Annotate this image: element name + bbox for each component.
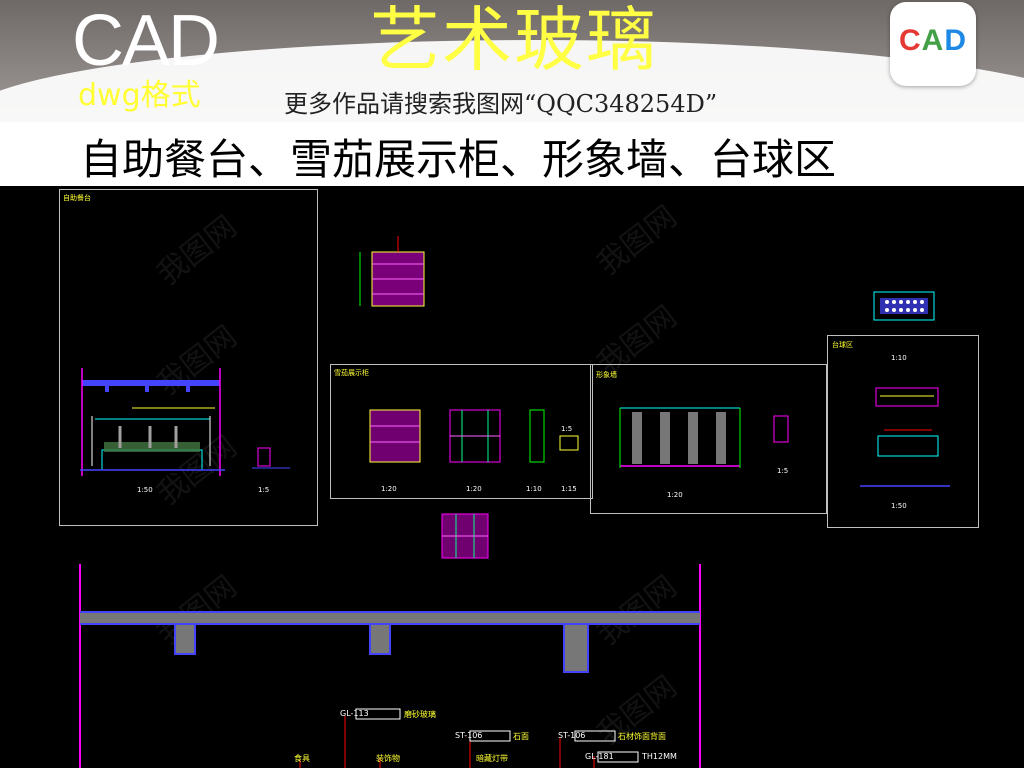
material-tag-code: GL-113 [340, 709, 369, 718]
header-banner: CAD dwg格式 艺术玻璃 更多作品请搜索我图网“QQC348254D” CA… [0, 0, 1024, 122]
material-tag-code: GL-181 [585, 752, 614, 761]
search-hint: 更多作品请搜索我图网“QQC348254D” [284, 90, 718, 118]
buffet-elevation [80, 368, 290, 476]
cad-lines [79, 236, 950, 768]
panel-buffet-scale: 1:50 [137, 486, 153, 494]
material-tag-text: 磨砂玻璃 [404, 710, 436, 719]
cad-app-icon-text: CAD [898, 24, 967, 57]
large-elevation [79, 564, 701, 768]
panel-buffet: 自助餐台 1:50 1:5 [59, 189, 318, 526]
annotation-text: 装饰物 [376, 754, 400, 763]
cad-app-icon: CAD [890, 2, 976, 86]
glass-panel-detail [441, 513, 489, 559]
panel-cigar-scale-4: 1:15 [561, 485, 577, 493]
panel-cigar-small-scale: 1:5 [561, 425, 573, 433]
panel-billiards-scale-top: 1:10 [891, 354, 907, 362]
material-tag-text: 石面 [513, 732, 529, 741]
cad-logo-text: CAD [72, 1, 220, 81]
panel-cigar-scale-2: 1:20 [466, 485, 482, 493]
annotation-text: 食具 [294, 754, 310, 763]
subtitle-band [0, 122, 1024, 186]
billiards-table-top [873, 291, 935, 321]
feature-wall-elevation [619, 407, 789, 468]
format-label: dwg格式 [78, 78, 201, 113]
panel-billiards-title: 台球区 [832, 341, 853, 349]
panel-cigar-scale-3: 1:10 [526, 485, 542, 493]
panel-cigar-scale-1: 1:20 [381, 485, 397, 493]
panel-feature-wall: 形象墙 1:20 1:5 [590, 364, 827, 514]
material-tag-code: ST-106 [558, 731, 586, 740]
page-title: 艺术玻璃 [370, 0, 658, 81]
cigar-top-detail [359, 236, 425, 307]
material-tag-text: 石材饰面背面 [618, 732, 666, 741]
panel-billiards: 台球区 1:10 1:50 [827, 335, 979, 528]
panel-billiards-scale-bottom: 1:50 [891, 502, 907, 510]
panel-cigar-cabinet: 雪茄展示柜 1:20 1:20 1:10 1:15 1:5 [330, 364, 593, 499]
panel-cigar-title: 雪茄展示柜 [334, 369, 369, 377]
panel-buffet-detail-scale: 1:5 [258, 486, 270, 494]
cad-drawing-area: 我图网 我图网 我图网 我图网 我图网 我图网 我图网 我图网 自助餐台 1:5… [0, 186, 1024, 768]
annotation-text: 暗藏灯带 [476, 754, 508, 763]
billiards-elevations [860, 387, 950, 487]
cigar-cabinet-elevations [369, 409, 579, 463]
panel-wall-detail-scale: 1:5 [777, 467, 789, 475]
panel-buffet-title: 自助餐台 [63, 194, 91, 202]
material-tag-code: ST-106 [455, 731, 483, 740]
panel-wall-title: 形象墙 [596, 371, 617, 379]
panel-wall-scale: 1:20 [667, 491, 683, 499]
content-list: 自助餐台、雪茄展示柜、形象墙、台球区 [80, 135, 837, 184]
material-tag-text: TH12MM [642, 752, 677, 761]
